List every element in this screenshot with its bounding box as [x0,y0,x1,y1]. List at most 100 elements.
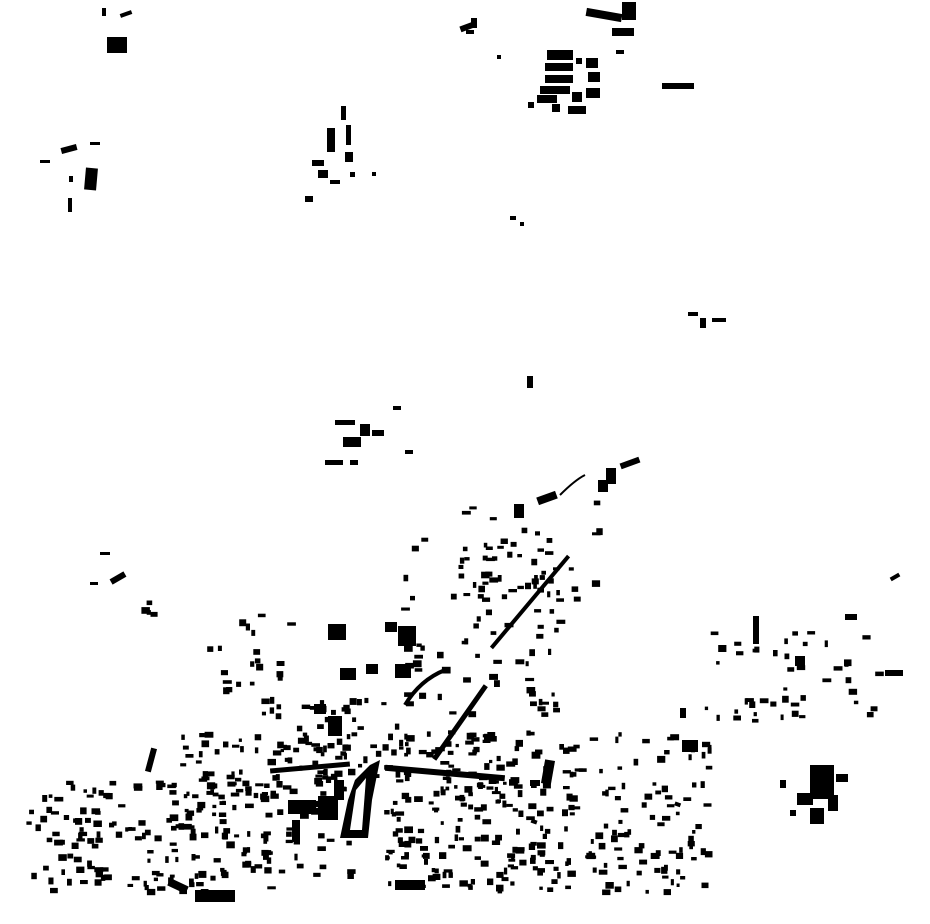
building [334,770,343,777]
building [615,736,619,744]
building [603,823,609,829]
building [366,664,378,674]
building [539,575,545,580]
building [537,868,545,873]
building [468,792,473,797]
town-square-inner [350,778,366,830]
building [301,704,311,709]
building [482,555,488,561]
building [529,649,535,657]
building [125,827,129,832]
building [521,527,528,534]
building [585,855,595,859]
building [222,833,228,840]
building [462,796,466,801]
building [810,765,834,799]
building [586,58,598,68]
building [242,847,248,854]
building [540,759,556,785]
building [92,787,97,794]
building [60,144,78,154]
building [683,797,692,801]
building [662,815,671,821]
building [70,784,76,791]
building [486,557,495,562]
building [313,747,319,752]
building [269,707,275,714]
building [48,877,54,885]
building [286,831,292,837]
building [336,738,343,745]
building [95,837,103,843]
building [283,744,287,750]
building [343,753,347,760]
building [848,688,858,695]
building [885,670,903,676]
building [495,799,500,804]
building [404,852,409,858]
building [266,857,272,864]
building [544,828,551,834]
building [598,869,608,875]
building [545,63,573,71]
building [752,718,759,723]
building [115,831,123,838]
building [503,781,507,785]
building [102,8,106,16]
building [574,768,583,772]
building [431,749,440,754]
building [716,714,720,721]
building [691,857,697,861]
building [545,551,554,555]
building [405,662,414,669]
building [464,638,469,645]
building [527,731,535,736]
building [275,713,282,720]
building [287,757,293,764]
building [670,879,674,886]
building [349,698,357,705]
building [264,867,272,874]
building [404,775,410,782]
building [468,885,473,890]
building [510,866,519,870]
building [455,795,462,801]
building [458,837,464,841]
building [710,631,719,636]
building [169,814,179,822]
building [200,889,209,894]
building [420,645,425,651]
building [278,869,286,874]
building [540,86,570,94]
building [517,554,522,558]
building [352,717,357,722]
building [491,840,501,845]
building [155,780,164,784]
building [270,793,279,799]
building [796,665,806,671]
building [340,668,356,680]
building [598,842,606,850]
building [434,868,439,874]
building [328,716,342,736]
building [795,656,805,666]
building [100,867,109,872]
building [552,104,560,112]
building [276,671,284,678]
building [676,869,681,875]
building [235,777,242,782]
building [445,786,450,791]
building [185,754,194,758]
building [165,856,169,863]
building [241,852,247,857]
building [347,872,354,879]
building [845,677,852,684]
building [792,631,798,636]
building [253,792,259,799]
building [688,754,692,761]
building [573,806,581,810]
building [231,771,235,777]
building [844,663,849,667]
building [150,611,158,617]
building [622,2,636,20]
